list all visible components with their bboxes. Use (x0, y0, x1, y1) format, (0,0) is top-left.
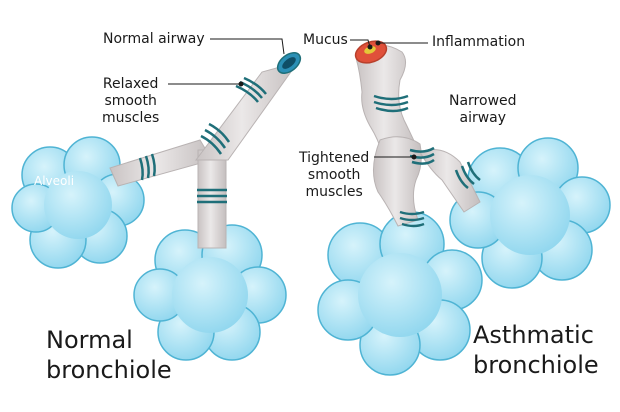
caption-normal-bronchiole: Normal bronchiole (46, 326, 172, 384)
label-relaxed-muscles: Relaxed smooth muscles (102, 76, 160, 126)
label-narrowed-airway: Narrowed airway (449, 93, 517, 126)
label-inflammation: Inflammation (432, 34, 526, 50)
asthmatic-alveoli-bottom (317, 211, 483, 376)
label-alveoli: Alveoli (34, 174, 75, 188)
label-normal-airway: Normal airway (103, 31, 205, 47)
label-tightened-muscles: Tightened smooth muscles (299, 150, 370, 200)
relaxed-muscle-bands (138, 76, 267, 204)
normal-alveoli-left (11, 136, 145, 269)
asthmatic-airway-tubes (355, 44, 481, 227)
tightened-muscle-bands (373, 94, 481, 228)
caption-asthmatic-bronchiole: Asthmatic bronchiole (473, 321, 599, 379)
normal-airway-tubes (109, 61, 300, 249)
leader-lines (168, 38, 428, 160)
normal-bronchiole (11, 52, 302, 361)
leader-normal-airway (210, 38, 285, 55)
asthmatic-alveoli-right (449, 137, 611, 289)
mucus-plug (364, 46, 376, 54)
label-mucus: Mucus (303, 32, 348, 48)
asthmatic-bronchiole (317, 40, 611, 376)
